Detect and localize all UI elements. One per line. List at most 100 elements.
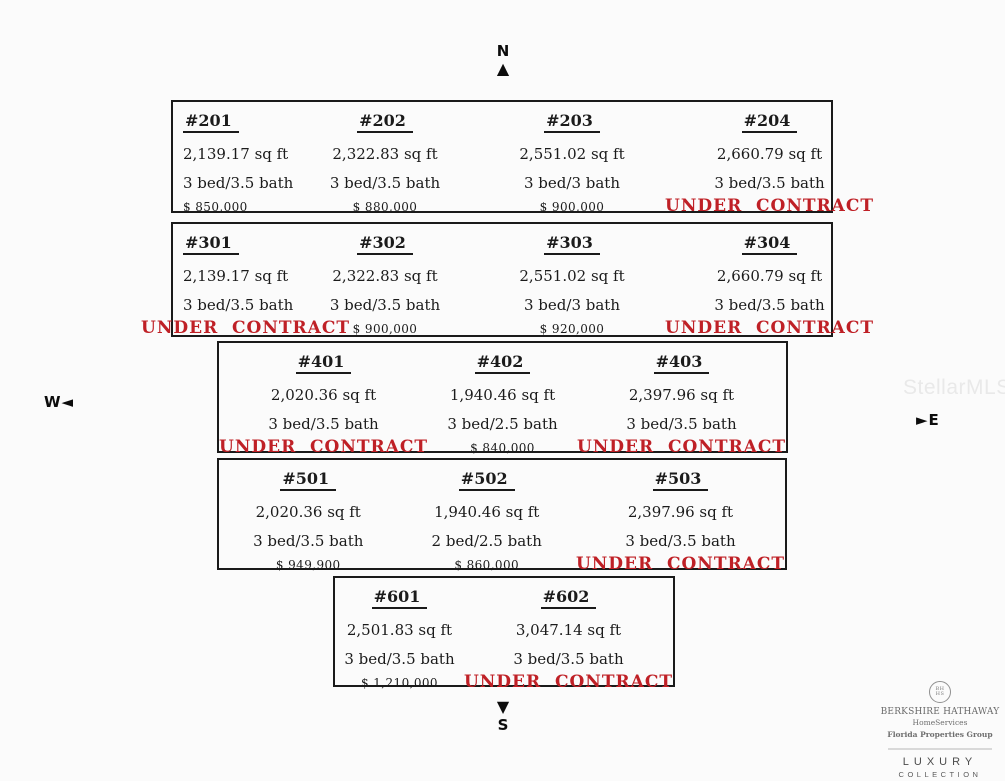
unit-sqft: 1,940.46 sq ft [434, 503, 540, 521]
unit-sqft: 2,397.96 sq ft [627, 503, 734, 521]
unit-bedbath: 3 bed/3.5 bath [183, 296, 294, 314]
unit-card-302: #302 2,322.83 sq ft 3 bed/3.5 bath $ 900… [291, 224, 479, 338]
unit-card-304: #304 2,660.79 sq ft 3 bed/3.5 bath UNDER… [665, 224, 874, 338]
unit-sqft: 2,501.83 sq ft [346, 621, 453, 639]
unit-number: #304 [741, 233, 798, 255]
unit-card-601: #601 2,501.83 sq ft 3 bed/3.5 bath $ 1,2… [335, 578, 464, 692]
unit-sqft: 2,020.36 sq ft [270, 386, 377, 404]
unit-bedbath: 3 bed/3 bath [524, 174, 620, 192]
unit-price: $ 840,000 [470, 441, 535, 455]
unit-card-204: #204 2,660.79 sq ft 3 bed/3.5 bath UNDER… [665, 102, 874, 216]
brokerage-name: BERKSHIRE HATHAWAY [880, 707, 1000, 717]
unit-sqft: 3,047.14 sq ft [515, 621, 622, 639]
unit-bedbath: 3 bed/3.5 bath [714, 174, 825, 192]
unit-number: #602 [540, 587, 597, 609]
unit-card-502: #502 1,940.46 sq ft 2 bed/2.5 bath $ 860… [397, 460, 575, 574]
unit-card-501: #501 2,020.36 sq ft 3 bed/3.5 bath $ 949… [219, 460, 397, 574]
bhhs-seal-icon: BH HS [929, 681, 951, 703]
unit-bedbath: 3 bed/3.5 bath [329, 296, 441, 314]
unit-sqft: 2,139.17 sq ft [183, 145, 289, 163]
unit-number: #301 [183, 233, 239, 255]
compass-north-label: N [496, 42, 510, 60]
compass-west: W ◄ [44, 395, 73, 410]
unit-number: #302 [357, 233, 413, 255]
under-contract-label: UNDER CONTRACT [576, 437, 786, 457]
floor-6-box: #601 2,501.83 sq ft 3 bed/3.5 bath $ 1,2… [333, 576, 675, 692]
brokerage-subtitle: HomeServices [912, 718, 968, 727]
unit-number: #204 [741, 111, 798, 133]
unit-number: #303 [544, 233, 600, 255]
unit-number: #203 [544, 111, 600, 133]
brand-divider [888, 748, 992, 750]
unit-card-301: #301 2,139.17 sq ft 3 bed/3.5 bath UNDER… [141, 224, 349, 338]
unit-sqft: 2,660.79 sq ft [716, 145, 823, 163]
under-contract-label: UNDER CONTRACT [665, 318, 875, 338]
collection-label: COLLECTION [898, 770, 982, 779]
unit-card-203: #203 2,551.02 sq ft 3 bed/3 bath $ 900,0… [479, 102, 665, 216]
compass-east-label: E [928, 411, 939, 429]
unit-bedbath: 3 bed/3.5 bath [714, 296, 825, 314]
compass-south: ▼ S [488, 699, 518, 733]
unit-price: $ 900,000 [352, 322, 418, 336]
unit-price: $ 949,900 [275, 558, 341, 572]
unit-bedbath: 3 bed/3.5 bath [626, 415, 737, 433]
unit-card-202: #202 2,322.83 sq ft 3 bed/3.5 bath $ 880… [291, 102, 479, 216]
unit-sqft: 2,322.83 sq ft [332, 145, 438, 163]
unit-bedbath: 2 bed/2.5 bath [431, 532, 542, 550]
luxury-label: LUXURY [902, 756, 978, 768]
west-arrow-icon: ◄ [61, 393, 74, 411]
unit-number: #502 [458, 469, 515, 491]
floor-2-box: #201 2,139.17 sq ft 3 bed/3.5 bath $ 850… [171, 100, 873, 216]
compass-east: ► E [916, 413, 939, 428]
unit-bedbath: 3 bed/3.5 bath [513, 650, 624, 668]
compass-west-label: W [44, 393, 61, 411]
under-contract-label: UNDER CONTRACT [665, 196, 875, 216]
unit-sqft: 2,660.79 sq ft [716, 267, 823, 285]
under-contract-label: UNDER CONTRACT [219, 437, 429, 457]
north-arrow-icon: ▲ [496, 59, 510, 78]
unit-card-403: #403 2,397.96 sq ft 3 bed/3.5 bath UNDER… [577, 343, 786, 457]
stellar-mls-watermark: StellarMLS [903, 376, 1005, 399]
unit-price: $ 900,000 [539, 200, 605, 214]
unit-card-303: #303 2,551.02 sq ft 3 bed/3 bath $ 920,0… [479, 224, 665, 338]
floor-5-box: #501 2,020.36 sq ft 3 bed/3.5 bath $ 949… [217, 458, 787, 574]
seal-line2: HS [935, 691, 945, 697]
unit-sqft: 2,139.17 sq ft [183, 267, 289, 285]
unit-price: $ 850,000 [183, 200, 248, 214]
unit-card-201: #201 2,139.17 sq ft 3 bed/3.5 bath $ 850… [173, 102, 294, 216]
unit-price: $ 920,000 [539, 322, 605, 336]
unit-sqft: 2,397.96 sq ft [628, 386, 735, 404]
unit-card-401: #401 2,020.36 sq ft 3 bed/3.5 bath UNDER… [219, 343, 428, 457]
unit-bedbath: 3 bed/3.5 bath [253, 532, 364, 550]
unit-number: #402 [474, 352, 531, 374]
unit-number: #501 [280, 469, 337, 491]
unit-number: #601 [371, 587, 428, 609]
brokerage-logo: BH HS BERKSHIRE HATHAWAY HomeServices Fl… [878, 681, 1002, 779]
unit-bedbath: 3 bed/2.5 bath [447, 415, 558, 433]
unit-card-402: #402 1,940.46 sq ft 3 bed/2.5 bath $ 840… [428, 343, 577, 457]
unit-bedbath: 3 bed/3.5 bath [268, 415, 379, 433]
unit-sqft: 2,020.36 sq ft [255, 503, 361, 521]
compass-north: N ▲ [488, 44, 518, 77]
unit-sqft: 2,551.02 sq ft [519, 145, 625, 163]
unit-bedbath: 3 bed/3.5 bath [183, 174, 294, 192]
unit-sqft: 2,322.83 sq ft [332, 267, 438, 285]
unit-sqft: 1,940.46 sq ft [449, 386, 556, 404]
floor-4-box: #401 2,020.36 sq ft 3 bed/3.5 bath UNDER… [217, 341, 788, 457]
south-arrow-icon: ▼ [496, 697, 510, 716]
unit-bedbath: 3 bed/3.5 bath [329, 174, 441, 192]
compass-south-label: S [497, 716, 509, 734]
unit-price: $ 860,000 [454, 558, 520, 572]
unit-card-602: #602 3,047.14 sq ft 3 bed/3.5 bath UNDER… [464, 578, 673, 692]
unit-number: #503 [652, 469, 709, 491]
under-contract-label: UNDER CONTRACT [141, 318, 351, 338]
unit-bedbath: 3 bed/3.5 bath [625, 532, 736, 550]
under-contract-label: UNDER CONTRACT [575, 554, 785, 574]
brokerage-group: Florida Properties Group [887, 730, 993, 739]
unit-price: $ 880,000 [352, 200, 418, 214]
unit-number: #403 [653, 352, 710, 374]
unit-number: #401 [295, 352, 352, 374]
unit-bedbath: 3 bed/3 bath [524, 296, 620, 314]
under-contract-label: UNDER CONTRACT [463, 672, 673, 692]
